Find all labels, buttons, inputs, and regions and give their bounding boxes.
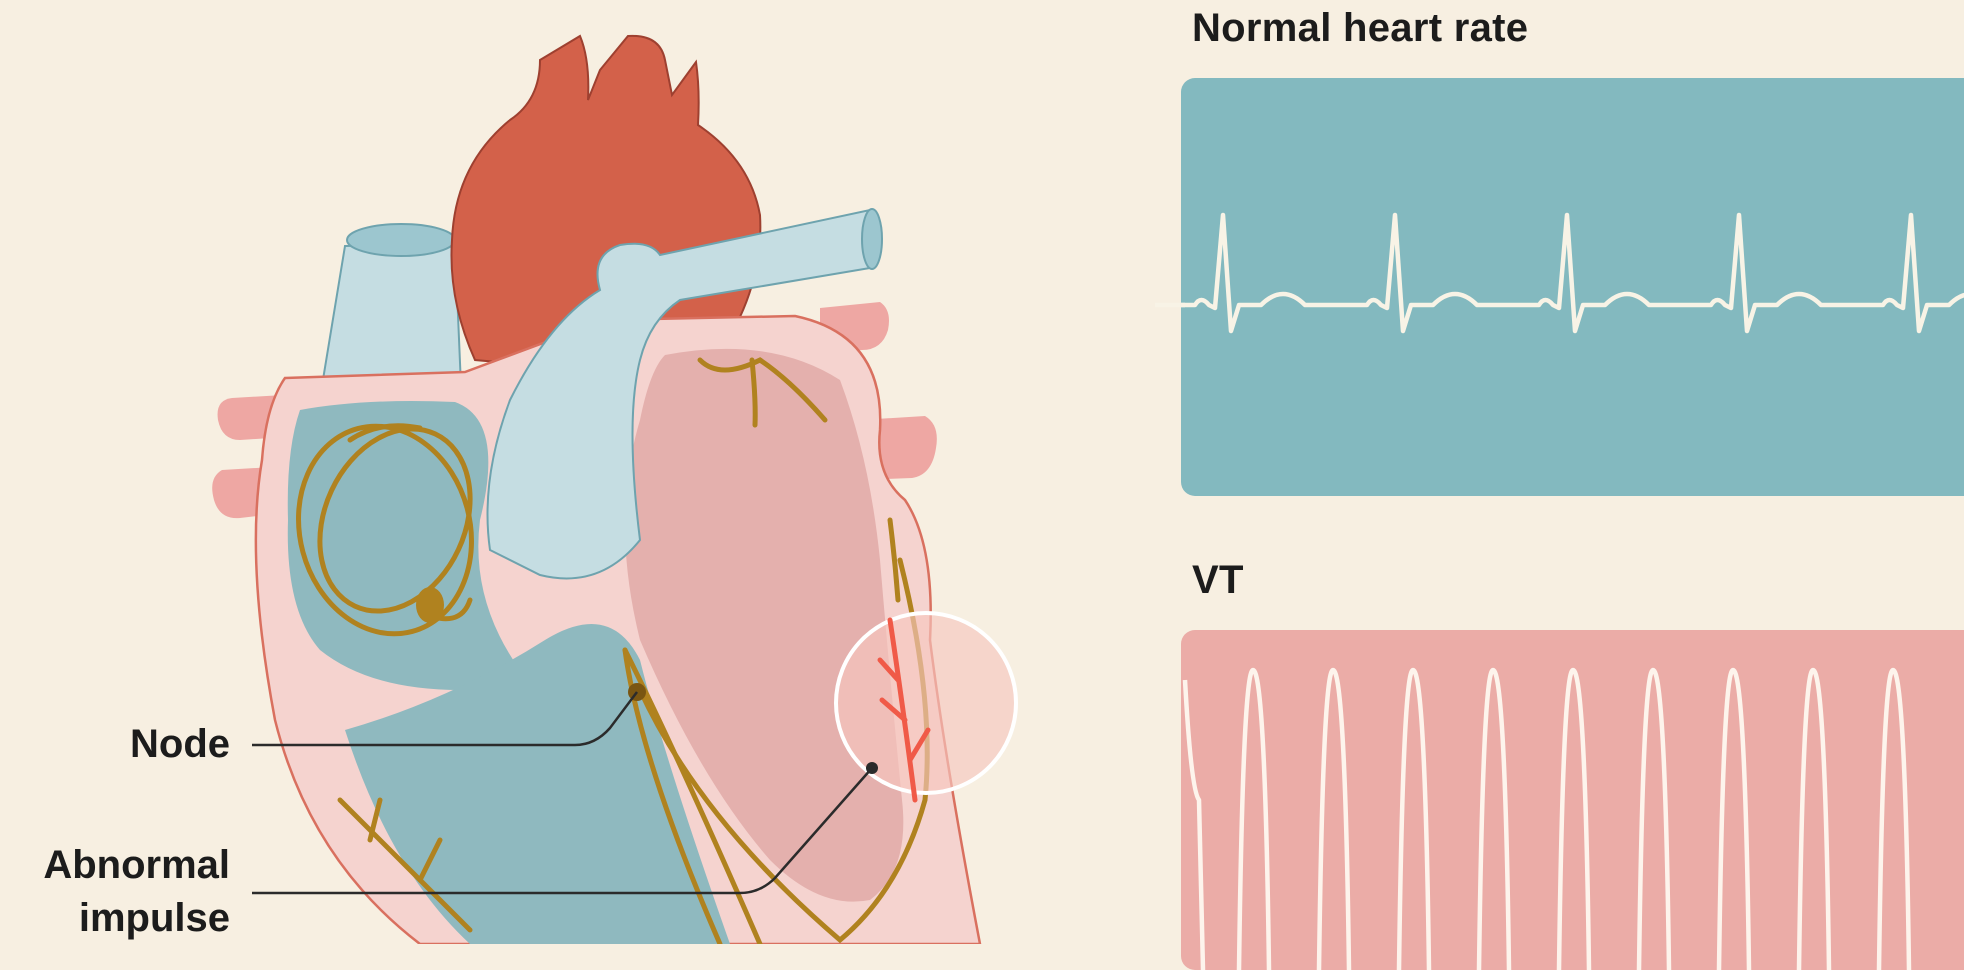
heart-diagram	[0, 0, 1180, 944]
normal-ecg-trace	[1181, 78, 1964, 496]
pulmonary-opening	[862, 209, 882, 269]
normal-ecg-panel	[1181, 78, 1964, 496]
abnormal-impulse-circle	[836, 613, 1016, 793]
node-label: Node	[40, 718, 230, 771]
vt-ecg-trace	[1181, 630, 1964, 970]
sa-node	[416, 587, 444, 623]
normal-heart-rate-title: Normal heart rate	[1192, 6, 1528, 51]
normal-trace-lead-in	[1155, 290, 1185, 310]
vt-title: VT	[1192, 558, 1244, 603]
abnormal-impulse-line1: Abnormal	[0, 839, 230, 892]
vena-cava-opening	[347, 224, 455, 256]
vt-ecg-panel	[1181, 630, 1964, 970]
abnormal-impulse-line2: impulse	[0, 892, 230, 945]
abnormal-impulse-label: Abnormal impulse	[0, 839, 230, 945]
